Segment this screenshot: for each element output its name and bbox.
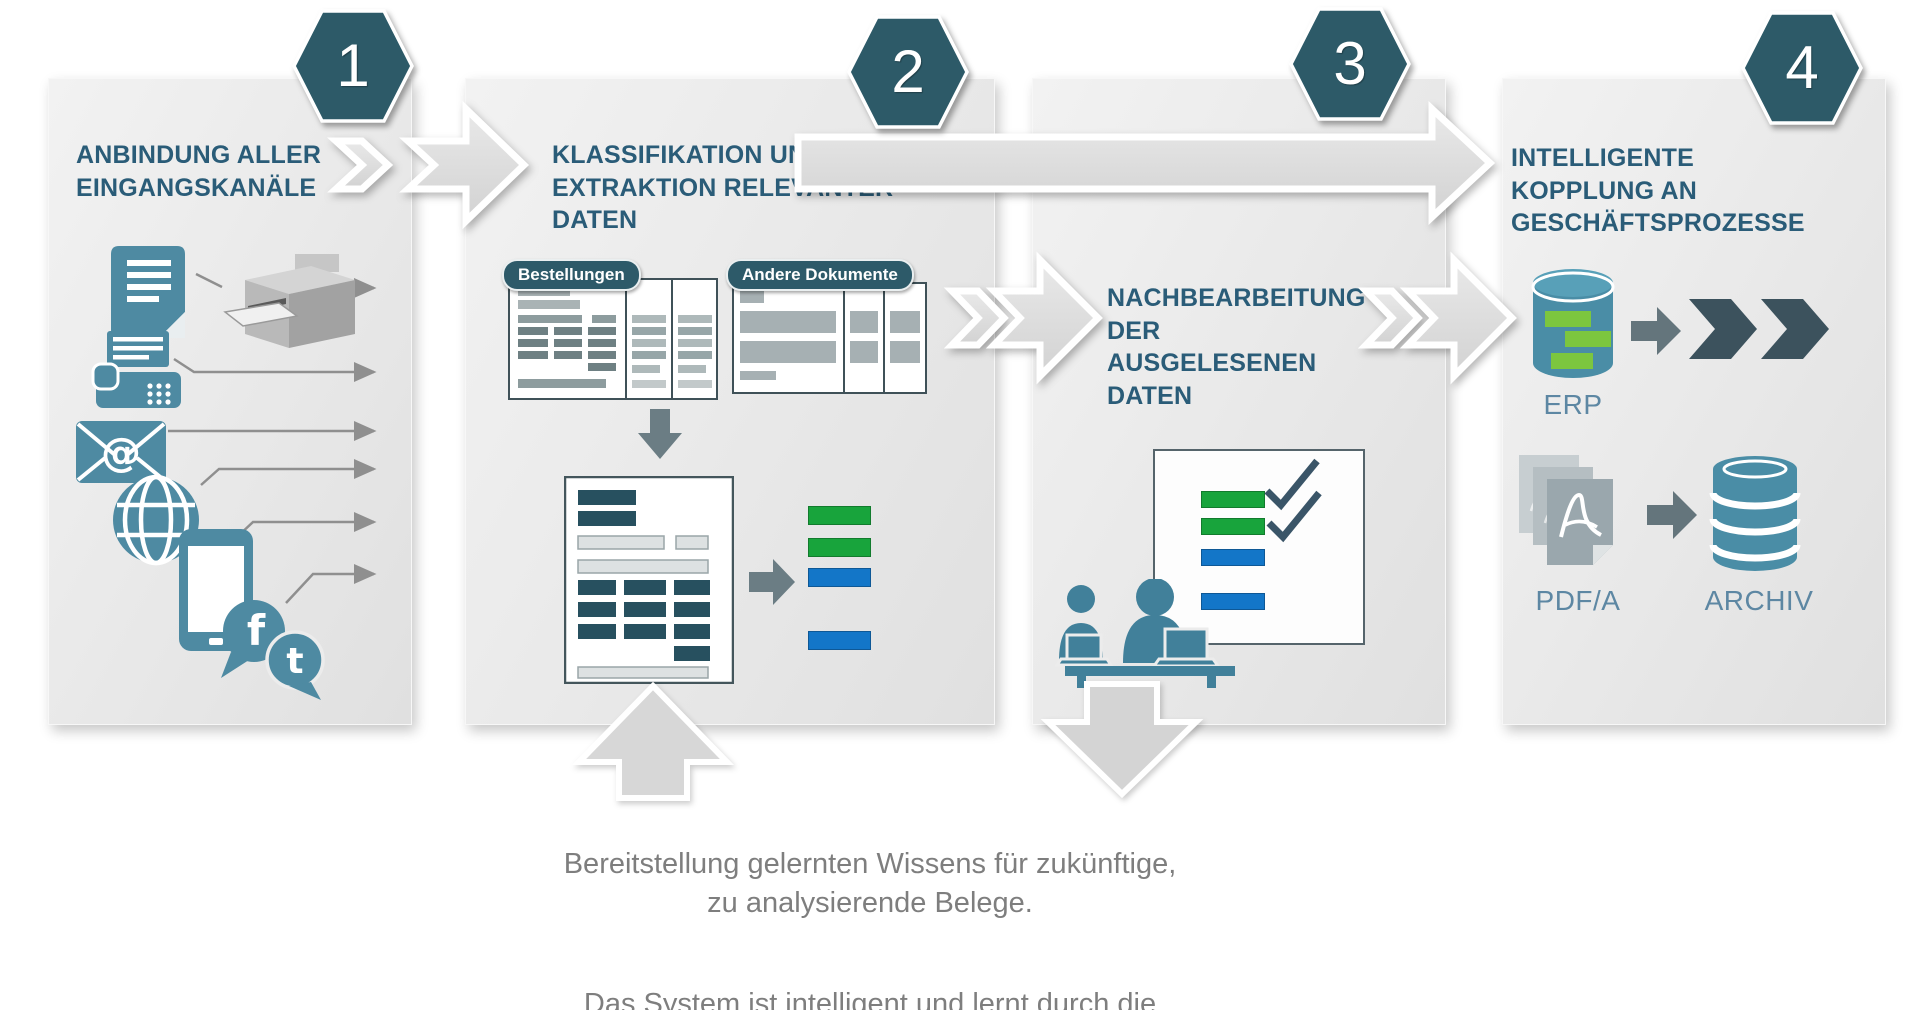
operators-icon [1054,579,1235,688]
input-channels-graphic: @ f [76,246,377,700]
step-1-title: ANBINDUNG ALLER EINGANGSKANÄLE [76,141,322,202]
document-icon [111,246,185,338]
email-icon: @ [76,421,166,483]
validated-field-blue [1201,593,1265,610]
social-media-icon: f t [221,600,325,700]
other-documents-graphic [732,282,927,394]
classification-down-arrow [638,409,682,459]
footer-notes: Bereitstellung gelernten Wissens für zuk… [400,806,1340,1010]
step-2-badge: 2 [846,14,970,130]
erp-connector-arrow [1631,307,1681,355]
step-3-number: 3 [1333,30,1367,97]
step-2-number: 2 [891,38,925,105]
erp-database-icon [1531,269,1615,378]
archive-database-icon [1709,456,1801,571]
step-2-title: KLASSIFIKATION UND EXTRAKTION RELEVANTER… [552,141,894,234]
checkmark-icon [1264,458,1322,543]
step-3-panel: NACHBEARBEITUNG DER AUSGELESENEN DATEN [1032,78,1446,725]
footer-intelligence-note: Das System ist intelligent und lernt dur… [583,987,1157,1010]
step-4-panel: INTELLIGENTE KOPPLUNG AN GESCHÄFTSPROZES… [1502,78,1886,725]
svg-text:t: t [286,641,303,682]
archive-connector-arrow [1647,491,1697,539]
pdfa-documents-icon [1519,455,1613,565]
printer-icon [223,254,355,348]
validated-field-green [1201,491,1265,508]
step-4-number: 4 [1785,34,1819,101]
footer-learning-note: Bereitstellung gelernten Wissens für zuk… [563,848,1177,920]
process-chevrons-icon [1689,299,1829,359]
extracted-field-bar-green [808,538,871,557]
fax-icon [91,331,181,408]
globe-icon [113,474,199,566]
step-3-title: NACHBEARBEITUNG DER AUSGELESENEN DATEN [1107,284,1366,410]
step-4-title: INTELLIGENTE KOPPLUNG AN GESCHÄFTSPROZES… [1511,144,1805,237]
step-2-panel: KLASSIFIKATION UND EXTRAKTION RELEVANTER… [465,78,995,725]
extracted-field-bar-green [808,506,871,525]
extraction-right-arrow [749,559,795,605]
svg-text:@: @ [101,430,141,476]
validation-checklist [1153,449,1365,645]
archiv-label: ARCHIV [1704,585,1814,616]
step-3-badge: 3 [1288,6,1412,122]
orders-documents-graphic [508,278,718,400]
validated-field-green [1201,518,1265,535]
orders-label: Bestellungen [502,259,641,291]
extracted-field-bar-blue [808,631,871,650]
svg-text:f: f [247,606,266,655]
extracted-field-bar-blue [808,568,871,587]
step-1-number: 1 [336,32,370,99]
erp-label: ERP [1543,389,1603,420]
pdfa-label: PDF/A [1535,585,1621,616]
step-1-panel: ANBINDUNG ALLER EINGANGSKANÄLE [48,78,412,725]
extracted-document-graphic [564,476,734,684]
validated-field-blue [1201,549,1265,566]
step-1-badge: 1 [291,8,415,124]
step-4-badge: 4 [1740,10,1864,126]
other-documents-label: Andere Dokumente [726,259,914,291]
